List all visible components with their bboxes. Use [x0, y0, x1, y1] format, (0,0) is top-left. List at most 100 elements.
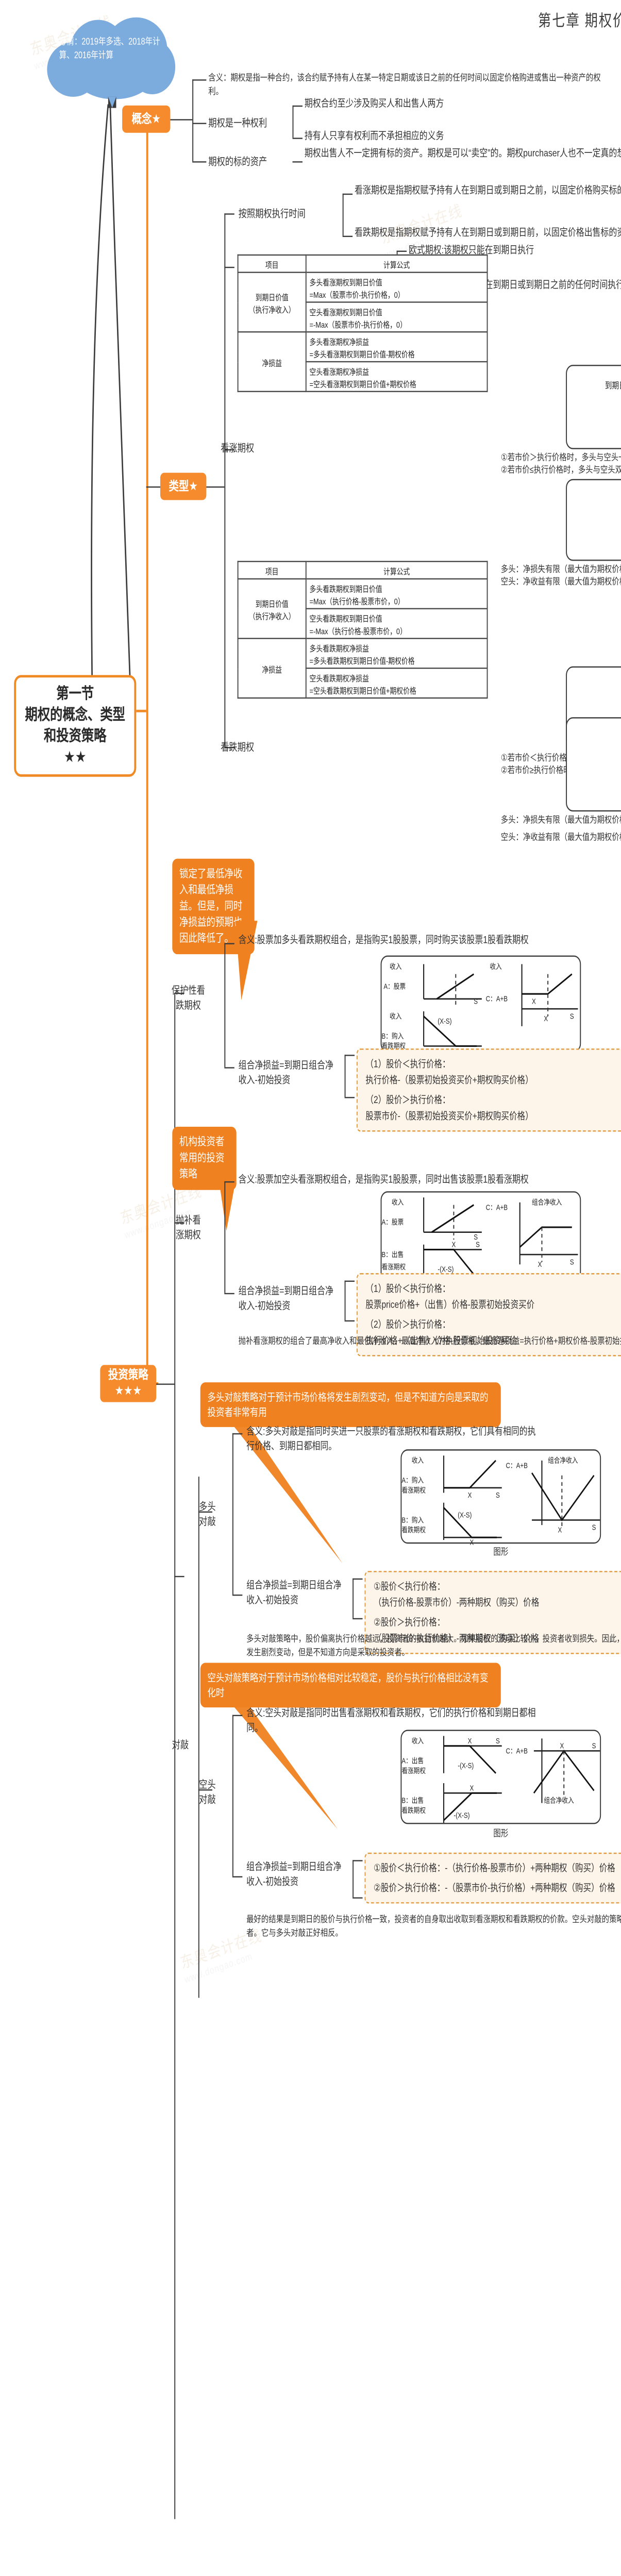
- svg-text:组合净收入: 组合净收入: [532, 1198, 562, 1207]
- covered-call-summary: 抛补看涨期权的组合了最高净收入和最低净收入：最高净收入为执行价格，最高净损益=执…: [238, 1335, 621, 1347]
- branch-concept[interactable]: 概念★: [122, 105, 171, 133]
- short-straddle-case-1: ②股价＞执行价格：-（股票市价-执行价格）+两种期权（购买）价格: [373, 1882, 615, 1894]
- put-th-1: 计算公式: [305, 561, 488, 580]
- put-formula-caption: 公式: [496, 649, 621, 663]
- branch-strategy-label: 投资策略★★★: [108, 1368, 148, 1399]
- type-group-0-point-1: 看跌期权是指期权赋予持有人在到期日或到期日前，以固定价格出售标的资产的权利。: [355, 227, 621, 239]
- svg-text:组合净收入: 组合净收入: [544, 1796, 574, 1805]
- ls-case1-link: [353, 1578, 363, 1580]
- put-th-0: 项目: [237, 561, 307, 580]
- short-straddle-case-0: ①股价＜执行价格：-（执行价格-股票市价）+两种期权（购买）价格: [373, 1862, 615, 1874]
- long-straddle-case-0: ①股价＜执行价格： （执行价格-股票市价）-两种期权（购买）价格: [373, 1581, 540, 1608]
- call-row-0-cell-0: 多头看涨期权到期日价值 =Max（股票市价-执行价格，0）: [305, 272, 488, 303]
- call-th-1: 计算公式: [305, 254, 488, 273]
- branch-type[interactable]: 类型★: [160, 472, 207, 500]
- long-straddle-formula: 组合净损益=到期日组合净收入-初始投资: [246, 1580, 342, 1605]
- svg-text:X: X: [532, 997, 536, 1006]
- svg-text:收入: 收入: [392, 1198, 404, 1207]
- root-label: 第一节 期权的概念、类型和投资策略 ★★: [25, 685, 125, 766]
- protective-put-meaning: 含义:股票加多头看跌期权组合，是指购买1股股票，同时购买该股票1股看跌期权: [238, 934, 529, 946]
- cc-meaning-link: [224, 1181, 234, 1183]
- covered-call-case-1: （2）股价＞执行价格： 执行价格+（出售）价格-股票初始投资买价: [365, 1319, 517, 1347]
- ss-link: [198, 1789, 213, 1791]
- svg-text:A：出售: A：出售: [401, 1756, 424, 1765]
- put-note-3: 空头：净收益有限（最大值为期权价格），净损失不确定，但是最大值为执行价格-期权价…: [500, 831, 621, 843]
- concept-item1-point-0: 期权合约至少涉及购买人和出售人两方: [304, 98, 444, 109]
- short-straddle-meaning: 含义:空头对敲是指同时出售看涨期权和看跌期权，它们的执行价格和到期日都相同。: [246, 1707, 536, 1733]
- protective-put-case-0: （1）股价＜执行价格： 执行价格-（股票初始投资买价+期权购买价格）: [365, 1058, 533, 1086]
- call-row-1-cell-1: 空头看涨期权净损益 =空头看涨期权到期日价值+期权价格: [305, 361, 488, 393]
- straddle-spine: [198, 1477, 200, 1998]
- concept-meaning-link: [192, 79, 207, 81]
- put-row-1-cell-1: 空头看跌期权净损益 =空头看跌期权到期日价值+期权价格: [305, 667, 488, 699]
- put-label: 看跌期权: [221, 740, 255, 753]
- pp-case1-link: [344, 1055, 355, 1057]
- call-note-2: 多头：净损失有限（最大值为期权价格），净收益无限。: [500, 563, 621, 575]
- protective-put-label: 保护性看 跌期权: [171, 984, 205, 1011]
- concept-item2-point-0: 期权出售人不一定拥有标的资产。期权是可以“卖空”的。期权purchaser人也不…: [304, 147, 621, 159]
- root-trunk: [136, 709, 146, 713]
- svg-text:S: S: [476, 1240, 480, 1249]
- cloud-stems: [91, 104, 131, 685]
- straddle-link: [174, 1575, 184, 1578]
- cc-link: [174, 1222, 184, 1224]
- pp-case-spine: [344, 1055, 346, 1097]
- svg-text:X: X: [468, 1491, 472, 1500]
- svg-text:-(X-S): -(X-S): [454, 1811, 469, 1820]
- svg-text:收入: 收入: [412, 1737, 424, 1745]
- root-node[interactable]: 第一节 期权的概念、类型和投资策略 ★★: [14, 675, 137, 777]
- svg-text:S: S: [570, 1012, 574, 1021]
- svg-text:看跌期权: 看跌期权: [401, 1806, 426, 1815]
- svg-text:看涨期权: 看涨期权: [381, 1262, 406, 1272]
- covered-call-label: 抛补看 涨期权: [175, 1213, 201, 1241]
- call-formula-caption: 公式: [496, 347, 621, 361]
- pp-case2-link: [344, 1097, 355, 1099]
- ss-case1-link: [353, 1860, 363, 1862]
- type-g1-p2-link: [342, 235, 353, 238]
- pp-spine: [224, 943, 226, 1067]
- put-row-0-item: 到期日价值 （执行净收入）: [237, 578, 307, 639]
- cc-spine: [224, 1181, 226, 1293]
- svg-text:B：出售: B：出售: [381, 1250, 404, 1259]
- put-chart-2: 到期日价值（收入） 空头净损益 执行价格X 多头净损益 期权价格: [566, 717, 621, 812]
- page-title: 第七章 期权价值评估: [538, 11, 621, 30]
- call-row-0-cell-1: 空头看涨期权到期日价值 =-Max（股票市价-执行价格，0）: [305, 301, 488, 333]
- type-group-1-point-0: 欧式期权:该期权只能在到期日执行: [408, 244, 534, 256]
- long-straddle-cases: ①股价＜执行价格： （执行价格-股票市价）-两种期权（购买）价格 ②股价＞执行价…: [364, 1571, 621, 1654]
- branch-type-label: 类型★: [169, 479, 198, 494]
- svg-text:C：A+B: C：A+B: [486, 1203, 508, 1212]
- cc-case1-link: [344, 1280, 355, 1282]
- call-row-1-item: 净损益: [237, 331, 307, 393]
- svg-text:X: X: [470, 1538, 474, 1545]
- ls-formula-link: [232, 1594, 243, 1597]
- ls-case-spine: [353, 1578, 354, 1618]
- svg-text:S: S: [474, 1233, 478, 1242]
- ls-meaning-link: [232, 1433, 243, 1435]
- svg-text:收入: 收入: [390, 1012, 401, 1021]
- call-th-0: 项目: [237, 254, 307, 273]
- concept-item2-label: 期权的标的资产: [208, 155, 267, 168]
- link-type: [146, 486, 162, 488]
- concept-item1-p1-link: [292, 105, 303, 107]
- concept-item1-point-1: 持有人只享有权利而不承担相应的义务: [304, 130, 444, 142]
- svg-text:-(X-S): -(X-S): [458, 1761, 474, 1770]
- strategy-spine: [174, 992, 176, 2519]
- protective-put-case-1: （2）股价＞执行价格： 股票市价-（股票初始投资买价+期权购买价格）: [365, 1094, 533, 1122]
- pp-meaning-link: [224, 943, 234, 945]
- long-straddle-graph-caption: 图形: [493, 1546, 509, 1557]
- ss-case2-link: [353, 1897, 363, 1899]
- short-straddle-label: 空头 对敲: [199, 1778, 216, 1806]
- short-straddle-callout-tail: [232, 1705, 338, 1829]
- branch-strategy[interactable]: 投资策略★★★: [100, 1365, 157, 1402]
- put-table: 项目 计算公式 到期日价值 （执行净收入） 多头看跌期权到期日价值 =Max（执…: [237, 561, 488, 699]
- type-g1-spine: [342, 193, 344, 236]
- type-group-0-point-0: 看涨期权是指期权赋予持有人在到期日或到期日之前，以固定价格购买标的资产的权利。: [355, 184, 621, 196]
- type-g1-link: [224, 213, 234, 215]
- pp-formula-link: [224, 1067, 234, 1069]
- short-straddle-graph-caption: 图形: [493, 1827, 509, 1839]
- call-note-1: ②若市价≤执行价格时，多头与空头双方：均为0。: [500, 464, 621, 476]
- protective-put-formula: 组合净损益=到期日组合净收入-初始投资: [238, 1059, 333, 1086]
- concept-meaning: 含义：期权是指一种合约，该合约赋予持有人在某一特定日期或该日之前的任何时间以固定…: [208, 72, 601, 96]
- long-straddle-callout-tail: [232, 1425, 343, 1564]
- protective-put-callout-tail: [235, 921, 258, 1001]
